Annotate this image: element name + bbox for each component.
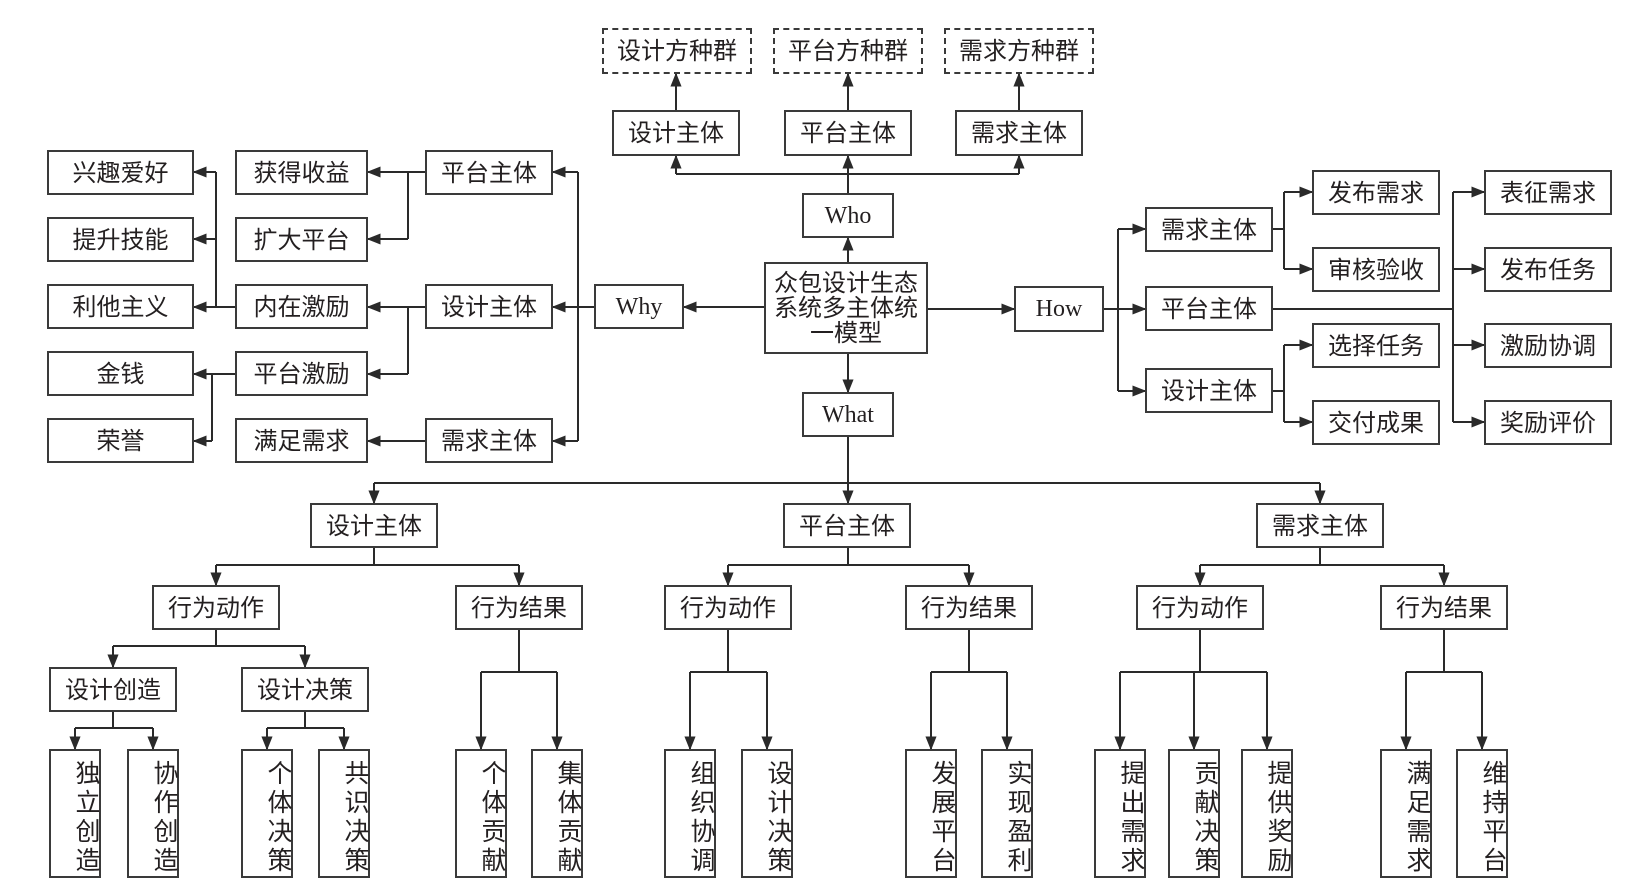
demand-population-box: 需求方种群 xyxy=(944,28,1094,74)
incentive-honor: 荣誉 xyxy=(47,418,194,463)
design-behavior-result: 行为结果 xyxy=(455,585,583,630)
platform-behavior-action: 行为动作 xyxy=(664,585,792,630)
consensus-decision: 共识决策 xyxy=(318,749,370,878)
motive-platform-incentive: 平台激励 xyxy=(235,351,368,396)
platform-design-decision: 设计决策 xyxy=(741,749,793,878)
develop-platform: 发展平台 xyxy=(905,749,957,878)
incentive-money: 金钱 xyxy=(47,351,194,396)
contribute-decision: 贡献决策 xyxy=(1168,749,1220,878)
why-design-subject: 设计主体 xyxy=(425,284,553,329)
motive-meet-demand: 满足需求 xyxy=(235,418,368,463)
collaborative-creation: 协作创造 xyxy=(127,749,179,878)
how-represent-demand: 表征需求 xyxy=(1484,170,1612,215)
individual-contribution: 个体贡献 xyxy=(455,749,507,878)
what-platform-subject: 平台主体 xyxy=(783,503,911,548)
platform-behavior-result: 行为结果 xyxy=(905,585,1033,630)
how-select-task: 选择任务 xyxy=(1312,323,1440,368)
propose-demand: 提出需求 xyxy=(1094,749,1146,878)
why-node: Why xyxy=(594,284,684,329)
design-decision: 设计决策 xyxy=(241,667,369,712)
how-deliver-result: 交付成果 xyxy=(1312,400,1440,445)
what-design-subject: 设计主体 xyxy=(310,503,438,548)
how-review-accept: 审核验收 xyxy=(1312,247,1440,292)
achieve-profit: 实现盈利 xyxy=(981,749,1033,878)
who-node: Who xyxy=(802,193,894,238)
intrinsic-hobby: 兴趣爱好 xyxy=(47,150,194,195)
platform-population-box: 平台方种群 xyxy=(773,28,923,74)
who-demand-subject: 需求主体 xyxy=(955,110,1083,156)
design-behavior-action: 行为动作 xyxy=(152,585,280,630)
motive-expand-platform: 扩大平台 xyxy=(235,217,368,262)
independent-creation: 独立创造 xyxy=(49,749,101,878)
intrinsic-altruism: 利他主义 xyxy=(47,284,194,329)
demand-behavior-result: 行为结果 xyxy=(1380,585,1508,630)
meet-demand: 满足需求 xyxy=(1380,749,1432,878)
what-demand-subject: 需求主体 xyxy=(1256,503,1384,548)
how-publish-demand: 发布需求 xyxy=(1312,170,1440,215)
how-platform-subject: 平台主体 xyxy=(1145,286,1273,331)
demand-behavior-action: 行为动作 xyxy=(1136,585,1264,630)
why-platform-subject: 平台主体 xyxy=(425,150,553,195)
how-incentive-coordinate: 激励协调 xyxy=(1484,323,1612,368)
collective-contribution: 集体贡献 xyxy=(531,749,583,878)
center-model-node: 众包设计生态系统多主体统一模型 xyxy=(764,262,928,354)
individual-decision: 个体决策 xyxy=(241,749,293,878)
motive-intrinsic-incentive: 内在激励 xyxy=(235,284,368,329)
how-node: How xyxy=(1014,286,1104,332)
provide-reward: 提供奖励 xyxy=(1241,749,1293,878)
maintain-platform: 维持平台 xyxy=(1456,749,1508,878)
who-platform-subject: 平台主体 xyxy=(784,110,912,156)
how-design-subject: 设计主体 xyxy=(1145,368,1273,413)
design-creation: 设计创造 xyxy=(49,667,177,712)
motive-gain-revenue: 获得收益 xyxy=(235,150,368,195)
what-node: What xyxy=(802,392,894,437)
design-population-box: 设计方种群 xyxy=(602,28,752,74)
how-reward-evaluate: 奖励评价 xyxy=(1484,400,1612,445)
who-design-subject: 设计主体 xyxy=(612,110,740,156)
intrinsic-skill: 提升技能 xyxy=(47,217,194,262)
why-demand-subject: 需求主体 xyxy=(425,418,553,463)
how-demand-subject: 需求主体 xyxy=(1145,207,1273,252)
how-publish-task: 发布任务 xyxy=(1484,247,1612,292)
organize-coordinate: 组织协调 xyxy=(664,749,716,878)
